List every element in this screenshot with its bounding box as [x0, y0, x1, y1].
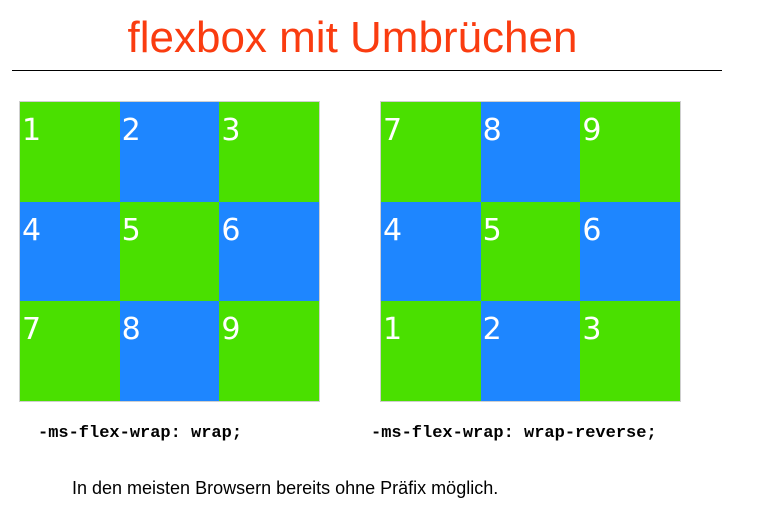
cell-number: 3 — [582, 312, 602, 348]
cell-number: 7 — [383, 113, 403, 148]
grid-cell: 7 — [381, 102, 481, 202]
grid-cell: 8 — [480, 102, 581, 202]
grid-cell: 8 — [119, 301, 220, 401]
grid-cell: 1 — [381, 301, 481, 401]
grid-cell: 9 — [219, 301, 319, 401]
grid-cell: 2 — [119, 102, 220, 202]
grid-cell: 4 — [381, 201, 481, 302]
flex-wrap-reverse-demo-grid: 7 8 9 4 5 6 1 2 3 — [380, 101, 681, 402]
flex-wrap-demo-grid: 1 2 3 4 5 6 7 8 9 — [19, 101, 320, 402]
code-caption-wrap: -ms-flex-wrap: wrap; — [38, 424, 243, 443]
cell-number: 4 — [22, 212, 42, 248]
grid-cell: 3 — [219, 102, 319, 202]
title-divider — [12, 70, 722, 71]
code-caption-wrap-reverse: -ms-flex-wrap: wrap-reverse; — [371, 424, 657, 443]
cell-number: 1 — [383, 312, 403, 348]
footnote-text: In den meisten Browsern bereits ohne Prä… — [72, 478, 499, 498]
cell-number: 6 — [582, 212, 602, 248]
grid-cell: 1 — [20, 102, 120, 202]
slide-title: flexbox mit Umbrüchen — [127, 13, 578, 62]
grid-cell: 6 — [219, 201, 319, 302]
cell-number: 7 — [22, 312, 42, 348]
cell-number: 1 — [22, 113, 42, 148]
cell-number: 9 — [582, 113, 602, 148]
grid-cell: 2 — [480, 301, 581, 401]
grid-cell: 5 — [119, 201, 220, 302]
cell-number: 5 — [482, 212, 502, 248]
cell-number: 3 — [221, 113, 241, 148]
cell-number: 9 — [221, 312, 241, 348]
cell-number: 4 — [383, 212, 403, 248]
grid-cell: 6 — [580, 201, 680, 302]
cell-number: 5 — [121, 212, 141, 248]
grid-cell: 7 — [20, 301, 120, 401]
grid-cell: 9 — [580, 102, 680, 202]
cell-number: 2 — [121, 113, 141, 148]
cell-number: 8 — [121, 312, 141, 348]
cell-number: 2 — [482, 312, 502, 348]
cell-number: 8 — [482, 113, 502, 148]
cell-number: 6 — [221, 212, 241, 248]
grid-cell: 3 — [580, 301, 680, 401]
grid-cell: 4 — [20, 201, 120, 302]
grid-cell: 5 — [480, 201, 581, 302]
